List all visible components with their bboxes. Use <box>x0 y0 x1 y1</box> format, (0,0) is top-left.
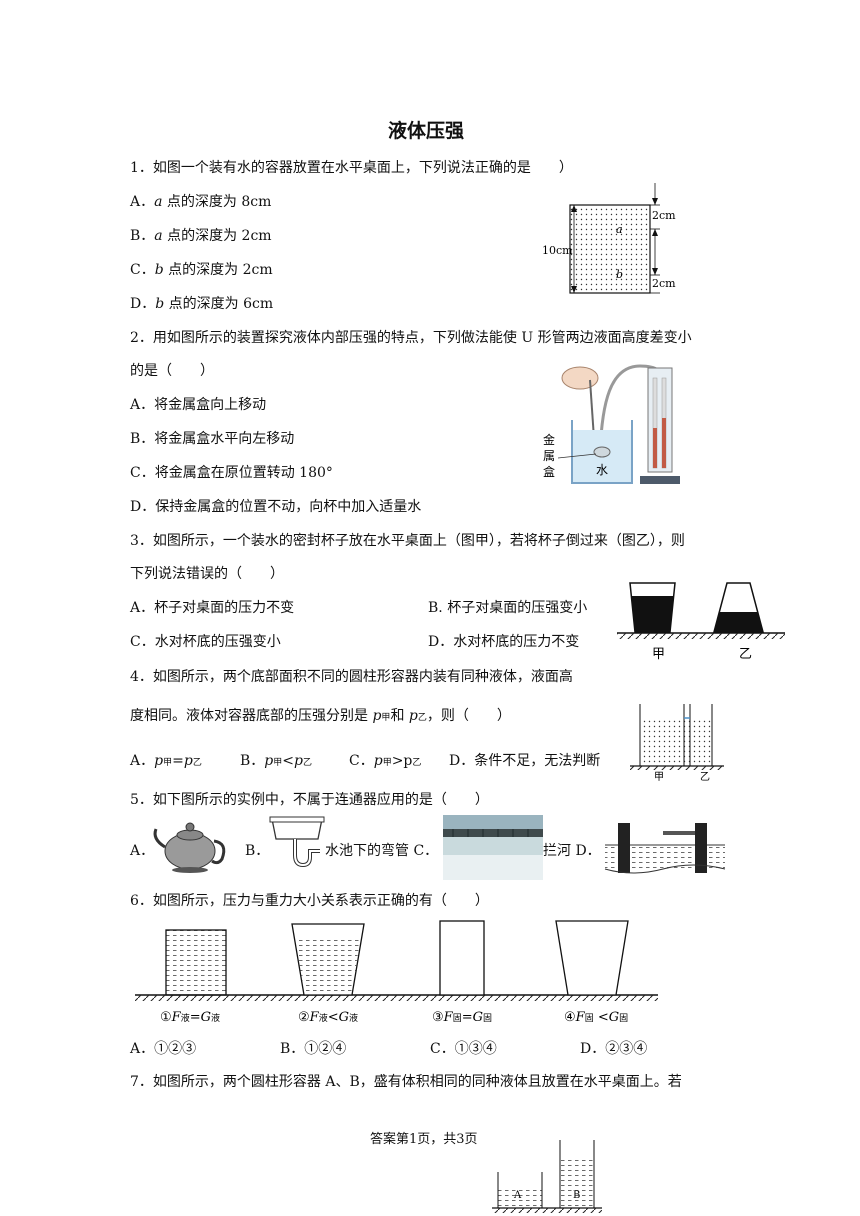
question-2-stem-line2: 的是（ ） <box>130 363 214 379</box>
question-7-stem: 7．如图所示，两个圆柱形容器 A、B，盛有体积相同的同种液体且放置在水平桌面上。… <box>130 1074 682 1090</box>
question-1-option-d: D．b 点的深度为 6cm <box>130 296 274 312</box>
question-4-stem-line2: 度相同。液体对容器底部的压强分别是 p甲和 p乙，则（ ） <box>130 708 511 724</box>
question-2-option-d: D．保持金属盒的位置不动，向杯中加入适量水 <box>130 499 422 515</box>
question-6-figure: ①F液=G液 ②F液<G液 ③F固=G固 ④F固 <G固 <box>135 920 658 1025</box>
question-4-stem-line1: 4．如图所示，两个底部面积不同的圆柱形容器内装有同种液体，液面高 <box>130 669 573 685</box>
question-2-option-b: B．将金属盒水平向左移动 <box>130 431 295 447</box>
question-5-option-a: A． <box>130 843 155 859</box>
question-4-figure: 甲 乙 <box>630 704 724 783</box>
question-3-figure: 甲 乙 <box>617 582 785 662</box>
question-5-option-c-caption: 拦河 D． <box>543 843 601 859</box>
question-6-option-d: D．②③④ <box>580 1041 648 1057</box>
svg-text:B: B <box>573 1190 580 1201</box>
question-5-option-b: B． <box>245 843 270 859</box>
svg-text:金: 金 <box>543 432 555 447</box>
teapot-image <box>153 822 226 873</box>
question-6-stem: 6．如图所示，压力与重力大小关系表示正确的有（ ） <box>130 893 489 909</box>
question-5-stem: 5．如下图所示的实例中，不属于连通器应用的是（ ） <box>130 792 489 808</box>
question-1-stem: 1．如图一个装有水的容器放置在水平桌面上，下列说法正确的是 ） <box>130 160 573 176</box>
question-7-figure: A B <box>492 1140 602 1213</box>
question-1-option-b: B．a 点的深度为 2cm <box>130 228 272 244</box>
question-1-figure: 10cm 2cm 2cm a b <box>542 183 676 294</box>
question-2-figure: 水 金 属 盒 <box>543 364 680 484</box>
question-3-stem-line1: 3．如图所示，一个装水的密封杯子放在水平桌面上（图甲），若将杯子倒过来（图乙），… <box>130 533 685 549</box>
question-4-option-a: A．p甲=p乙 <box>130 753 202 769</box>
svg-text:2cm: 2cm <box>652 209 676 222</box>
svg-text:A: A <box>513 1190 522 1201</box>
question-2-stem-line1: 2．用如图所示的装置探究液体内部压强的特点，下列做法能使 U 形管两边液面高度差… <box>130 330 692 346</box>
question-4-option-b: B．p甲<p乙 <box>240 753 312 769</box>
svg-text:b: b <box>616 268 623 281</box>
svg-text:a: a <box>616 223 623 236</box>
dam-image <box>443 815 543 880</box>
question-1-option-a: A．a 点的深度为 8cm <box>130 194 272 210</box>
question-6-option-a: A．①②③ <box>130 1041 197 1057</box>
question-4-option-c: C．p甲>p乙 <box>349 753 422 769</box>
lock-canal-image <box>604 823 726 874</box>
sink-drain-image <box>269 816 325 868</box>
question-4-option-d: D．条件不足，无法判断 <box>449 753 601 769</box>
question-3-option-b: B. 杯子对桌面的压强变小 <box>428 600 588 616</box>
svg-text:甲: 甲 <box>652 647 665 662</box>
svg-text:乙: 乙 <box>700 771 710 783</box>
svg-text:①F液=G液: ①F液=G液 <box>160 1010 220 1025</box>
question-3-option-d: D．水对杯底的压力不变 <box>428 634 580 650</box>
question-2-option-c: C．将金属盒在原位置转动 180° <box>130 465 333 481</box>
svg-text:甲: 甲 <box>654 772 664 783</box>
question-5-option-b-caption: 水池下的弯管 C． <box>325 843 439 859</box>
svg-text:10cm: 10cm <box>542 244 573 257</box>
svg-text:2cm: 2cm <box>652 277 676 290</box>
question-3-option-a: A．杯子对桌面的压力不变 <box>130 600 295 616</box>
svg-text:②F液<G液: ②F液<G液 <box>298 1010 358 1025</box>
question-3-stem-line2: 下列说法错误的（ ） <box>130 566 284 582</box>
svg-text:水: 水 <box>596 463 608 477</box>
question-6-option-c: C．①③④ <box>430 1041 497 1057</box>
svg-text:乙: 乙 <box>739 647 752 662</box>
svg-text:盒: 盒 <box>543 464 555 479</box>
question-2-option-a: A．将金属盒向上移动 <box>130 397 267 413</box>
svg-text:③F固=G固: ③F固=G固 <box>432 1010 492 1025</box>
svg-text:④F固 <G固: ④F固 <G固 <box>564 1010 628 1025</box>
page-footer: 答案第1页，共3页 <box>370 1132 478 1147</box>
question-1-option-c: C．b 点的深度为 2cm <box>130 262 273 278</box>
question-3-option-c: C．水对杯底的压强变小 <box>130 634 281 650</box>
svg-text:属: 属 <box>543 449 555 463</box>
page-title: 液体压强 <box>388 120 465 142</box>
question-6-option-b: B．①②④ <box>280 1041 347 1057</box>
